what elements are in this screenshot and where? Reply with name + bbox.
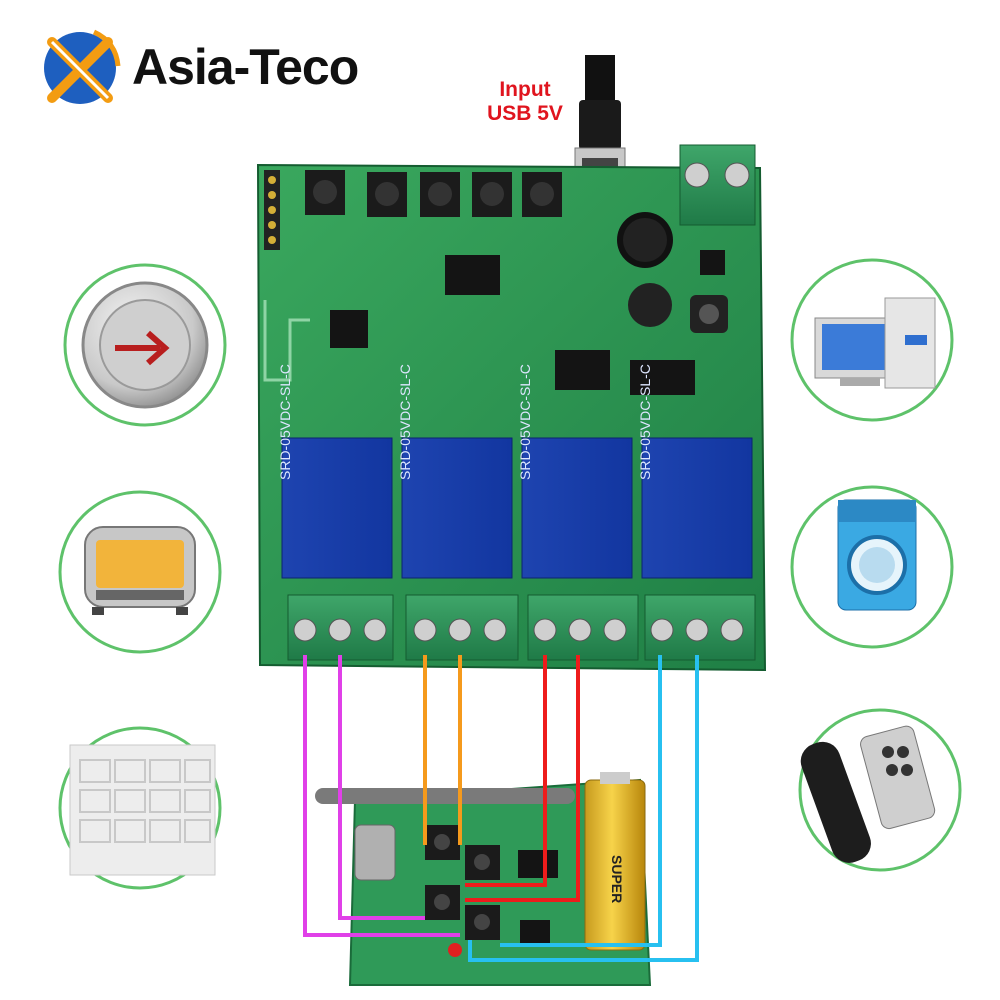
relay-2: SRD-05VDC-SL-C	[397, 364, 513, 579]
tact-buttons	[305, 170, 562, 217]
relay-board	[256, 144, 767, 672]
relay-model: SRD-05VDC-SL-C	[517, 364, 533, 480]
app-icon-computer	[790, 258, 954, 422]
wire-blue-2	[468, 655, 699, 962]
battery-label: SUPER	[609, 855, 625, 903]
input-line1: Input	[499, 78, 551, 101]
pin-header	[264, 170, 280, 250]
antenna	[315, 788, 575, 804]
input-line2: USB 5V	[487, 102, 563, 125]
wires	[303, 655, 699, 962]
relay-model: SRD-05VDC-SL-C	[397, 364, 413, 480]
relay-bank: SRD-05VDC-SL-C SRD-05VDC-SL-C SRD-05VDC-…	[277, 364, 753, 579]
brand-logo: Asia-Teco	[36, 22, 366, 112]
app-icon-oven	[58, 490, 222, 654]
wire-magenta-2	[338, 655, 425, 920]
app-icon-garage-door	[58, 726, 222, 890]
input-power-label: Input USB 5V	[470, 78, 580, 126]
app-icon-elevator-button	[63, 263, 227, 427]
app-icon-washing-machine	[790, 485, 954, 649]
wire-red-2	[465, 655, 580, 902]
brand-name: Asia-Teco	[132, 39, 359, 95]
app-icon-remote-controls	[798, 708, 962, 872]
wire-red-1	[465, 655, 547, 887]
output-terminals	[287, 594, 756, 661]
relay-3: SRD-05VDC-SL-C	[517, 364, 633, 579]
relay-model: SRD-05VDC-SL-C	[277, 364, 293, 480]
relay-model: SRD-05VDC-SL-C	[637, 364, 653, 480]
wire-magenta-1	[303, 655, 460, 937]
relay-4: SRD-05VDC-SL-C	[637, 364, 753, 579]
remote-board: SUPER	[315, 772, 652, 986]
relay-1: SRD-05VDC-SL-C	[277, 364, 393, 579]
wire-blue-1	[500, 655, 662, 947]
brand-logo-icon	[44, 29, 121, 104]
